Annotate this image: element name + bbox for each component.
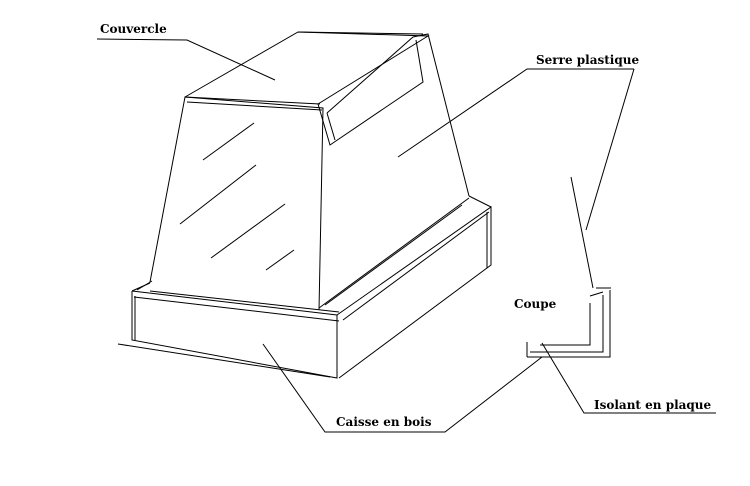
section-plastic-line <box>570 176 594 289</box>
lid-side-flap <box>317 39 424 146</box>
label-coupe: Coupe <box>514 297 557 311</box>
reflection-stroke <box>265 249 295 271</box>
reflection-stroke <box>202 122 255 161</box>
lid-side-flap-inner <box>326 112 336 141</box>
section-insulation <box>540 303 591 346</box>
lid-front-edge <box>184 96 321 105</box>
box-front-bottom-extension <box>117 343 331 378</box>
box-side-inner-edge <box>342 211 490 321</box>
greenhouse-front-bottom <box>149 290 340 313</box>
section-wall-top <box>589 291 604 297</box>
greenhouse-side-bottom <box>318 197 470 309</box>
leader-couvercle <box>96 38 276 81</box>
leader-caisse <box>262 343 543 433</box>
label-caisse-en-bois: Caisse en bois <box>336 415 432 429</box>
label-isolant-en-plaque: Isolant en plaque <box>594 398 712 412</box>
leader-lines <box>96 38 716 433</box>
plastic-greenhouse <box>149 33 470 313</box>
greenhouse-side-face <box>326 33 470 197</box>
leader-serre-section <box>585 68 635 231</box>
lid-front-edge-lower <box>186 101 323 111</box>
box-front-face <box>131 291 338 379</box>
greenhouse-front-face <box>149 96 324 311</box>
wooden-box <box>117 195 492 379</box>
leader-isolant <box>541 342 716 414</box>
box-front-top-edge <box>131 290 338 316</box>
box-front-inner-edge <box>133 296 340 322</box>
section-outer-wall <box>527 290 611 358</box>
box-side-face <box>336 206 492 379</box>
section-inner-wall <box>530 295 604 353</box>
reflection-stroke <box>179 164 257 225</box>
reflection-stroke <box>210 203 286 259</box>
box-back-corner <box>468 195 492 208</box>
lid-top <box>184 31 430 105</box>
lid-top-back-edge <box>297 31 424 35</box>
cross-section <box>526 176 611 358</box>
lid <box>184 31 430 146</box>
label-couvercle: Couvercle <box>100 22 167 36</box>
greenhouse-side-bottom-inner <box>324 204 463 306</box>
box-left-corner-2 <box>136 280 153 291</box>
label-serre-plastique: Serre plastique <box>536 53 639 67</box>
glass-reflections <box>179 122 295 271</box>
leader-serre <box>397 68 634 158</box>
